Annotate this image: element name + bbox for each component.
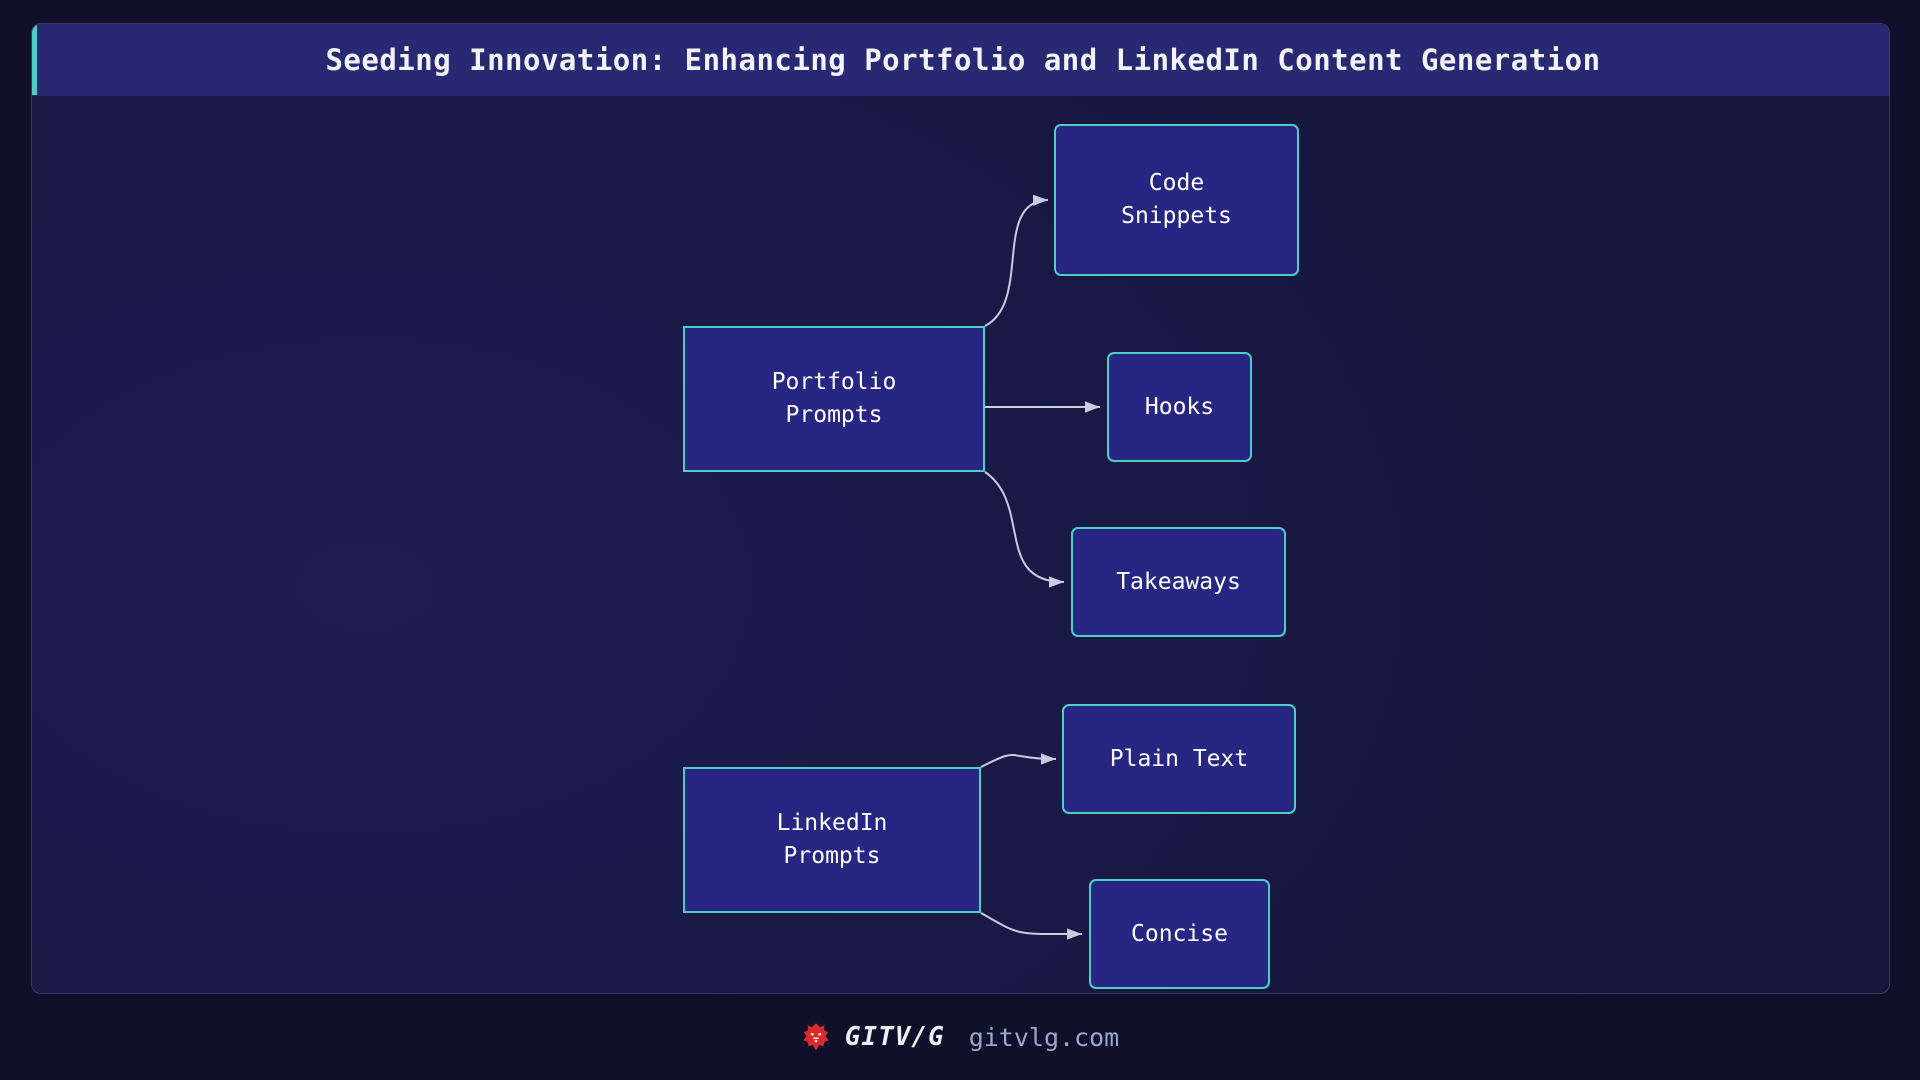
header-accent-bar	[32, 24, 37, 95]
brand-url: gitvlg.com	[968, 1022, 1120, 1052]
diagram-card: Seeding Innovation: Enhancing Portfolio …	[31, 23, 1890, 994]
node-label: Code	[1148, 170, 1205, 197]
lion-head-icon	[803, 1023, 829, 1051]
header-bar: Seeding Innovation: Enhancing Portfolio …	[32, 24, 1889, 96]
node-label: Plain Text	[1109, 745, 1249, 772]
node-plain-text[interactable]: Plain Text	[1062, 704, 1296, 814]
edge-linkedin-prompts-to-plain-text	[980, 753, 1057, 768]
node-label: LinkedIn	[776, 810, 888, 837]
node-label: Takeaways	[1116, 568, 1241, 595]
node-label: Concise	[1131, 920, 1228, 947]
brand-name: GITV/G	[844, 1022, 945, 1052]
edge-portfolio-prompts-to-takeaways	[984, 471, 1065, 588]
node-takeaways[interactable]: Takeaways	[1071, 527, 1286, 637]
edge-portfolio-prompts-to-code-snippets	[984, 194, 1049, 327]
node-concise[interactable]: Concise	[1089, 879, 1270, 989]
node-label: Portfolio	[771, 369, 897, 396]
node-label: Hooks	[1144, 393, 1215, 420]
footer-branding: GITV/G gitvlg.com	[0, 994, 1920, 1080]
edge-linkedin-prompts-to-concise	[980, 912, 1083, 940]
node-label-secondary: Prompts	[785, 402, 883, 428]
node-label-secondary: Snippets	[1121, 203, 1232, 229]
node-label-secondary: Prompts	[783, 843, 881, 869]
page-title: Seeding Innovation: Enhancing Portfolio …	[325, 42, 1601, 77]
node-hooks[interactable]: Hooks	[1107, 352, 1252, 462]
